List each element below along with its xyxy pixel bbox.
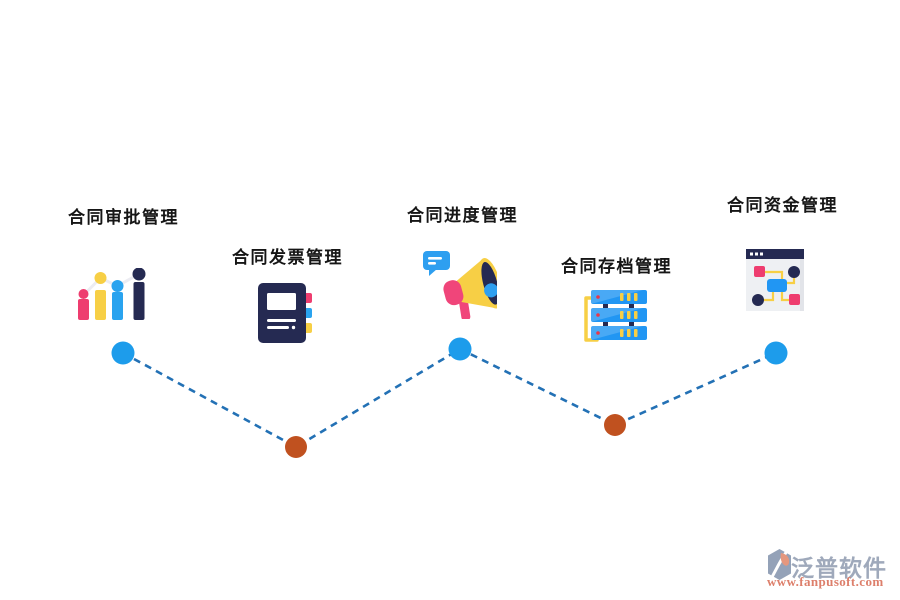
step-title-progress: 合同进度管理 [407,206,518,225]
node-dot-5 [764,341,788,365]
step-title-funds: 合同资金管理 [727,196,838,215]
fanpu-logo-icon [768,549,791,580]
step-title-archive: 合同存档管理 [561,257,672,276]
megaphone-icon [423,251,497,319]
bar-chart-icon [78,268,146,320]
notebook-icon [258,283,312,343]
watermark-brand: 泛普软件 [791,555,887,581]
step-title-approval: 合同审批管理 [68,208,179,227]
flowchart-window-icon [746,249,804,311]
node-dot-2 [285,436,307,458]
node-dot-4 [604,414,626,436]
server-stack-icon [584,290,647,342]
dashed-connector-line [122,347,777,449]
watermark-url: www.fanpusoft.com [767,574,884,589]
node-dot-1 [111,341,135,365]
step-title-invoice: 合同发票管理 [232,248,343,267]
node-dot-3 [448,337,472,361]
